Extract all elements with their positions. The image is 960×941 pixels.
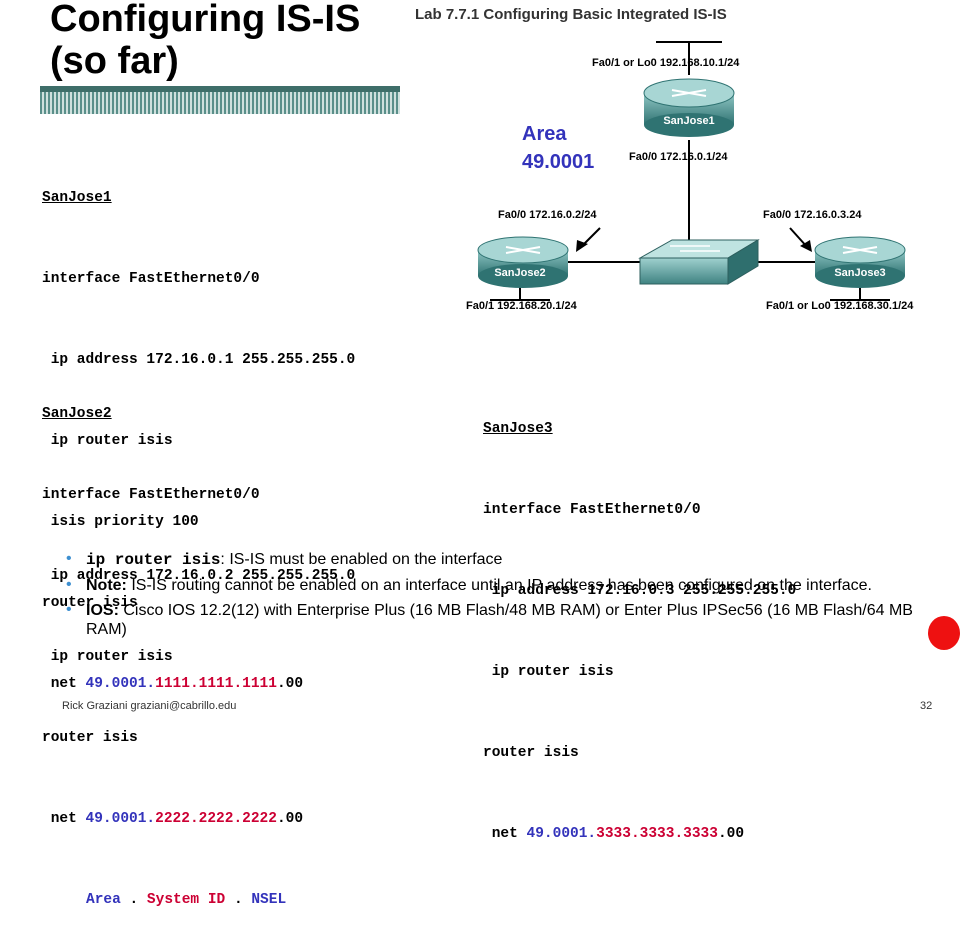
- switch-icon: [638, 239, 760, 285]
- legend-nsel: NSEL: [251, 892, 287, 908]
- config-sanjose1-heading: SanJose1: [42, 190, 112, 206]
- area-label-line1: Area: [522, 123, 567, 145]
- label-sj2-fa00: Fa0/0 172.16.0.2/24: [498, 209, 597, 221]
- bullet-text: IS-IS routing cannot be enabled on an in…: [126, 577, 872, 594]
- network-topology-diagram: SanJose1 SanJose2 SanJose3: [477, 41, 906, 301]
- label-sj1-top: Fa0/1 or Lo0 192.168.10.1/24: [592, 57, 740, 69]
- config-sanjose2-heading: SanJose2: [42, 406, 112, 422]
- config-line: ip router isis: [42, 433, 173, 449]
- config-net-line: net 49.0001.2222.2222.2222.00: [42, 811, 304, 827]
- config-sanjose3: SanJose3 interface FastEthernet0/0 ip ad…: [483, 362, 796, 875]
- area-label: Area 49.0001: [522, 120, 594, 176]
- bullet-bold: Note:: [86, 577, 127, 594]
- config-line: router isis: [42, 730, 138, 746]
- router-sanjose2-icon: SanJose2: [477, 236, 569, 288]
- config-line: ip address 172.16.0.3 255.255.255.0: [483, 583, 797, 599]
- area-label-line2: 49.0001: [522, 151, 595, 173]
- red-marker-icon: [928, 616, 960, 650]
- slide-title-line2: (so far): [50, 40, 179, 82]
- net-system-id: 1111.1111.1111: [155, 676, 277, 692]
- label-sj1-bottom: Fa0/0 172.16.0.1/24: [629, 151, 728, 163]
- config-line: ip router isis: [42, 649, 173, 665]
- lab-title: Lab 7.7.1 Configuring Basic Integrated I…: [415, 6, 727, 23]
- legend-system-id: System ID: [146, 892, 226, 908]
- arrow-sj2-icon: [576, 227, 601, 252]
- slide-title: Configuring IS-IS (so far): [50, 0, 360, 82]
- net-system-id: 3333.3333.3333: [596, 826, 718, 842]
- config-line: interface FastEthernet0/0: [483, 502, 701, 518]
- config-sanjose3-heading: SanJose3: [483, 421, 553, 437]
- net-area: 49.0001.: [85, 676, 156, 692]
- config-line: interface FastEthernet0/0: [42, 271, 260, 287]
- net-nsel: .00: [717, 826, 745, 842]
- label-sj3-fa00: Fa0/0 172.16.0.3.24: [763, 209, 862, 221]
- bullet-dot-icon: •: [66, 601, 72, 618]
- config-net-line: net 49.0001.1111.1111.1111.00: [42, 676, 304, 692]
- bullet-code: ip router isis: [86, 551, 221, 569]
- bullet-item: • ip router isis: IS-IS must be enabled o…: [66, 550, 926, 570]
- bullet-item: • IOS: Cisco IOS 12.2(12) with Enterprise…: [66, 601, 926, 639]
- net-legend: Area . System ID . NSEL: [86, 892, 287, 908]
- net-area: 49.0001.: [85, 811, 156, 827]
- label-sj2-fa01: Fa0/1 192.168.20.1/24: [466, 300, 577, 312]
- label-sj3-fa01: Fa0/1 or Lo0 192.168.30.1/24: [766, 300, 914, 312]
- config-line: router isis: [42, 595, 138, 611]
- net-nsel: .00: [276, 811, 304, 827]
- config-line: isis priority 100: [42, 514, 199, 530]
- config-line: ip address 172.16.0.2 255.255.255.0: [42, 568, 356, 584]
- slide-title-line1: Configuring IS-IS: [50, 0, 361, 40]
- arrow-sj3-icon: [789, 227, 812, 252]
- config-line: ip address 172.16.0.1 255.255.255.0: [42, 352, 356, 368]
- router-sanjose1-label: SanJose1: [663, 115, 714, 127]
- footer-author: Rick Graziani graziani@cabrillo.edu: [62, 700, 237, 712]
- title-decorative-band-edge: [40, 86, 400, 92]
- bullet-dot-icon: •: [66, 576, 72, 593]
- net-area: 49.0001.: [526, 826, 597, 842]
- router-sanjose2-label: SanJose2: [494, 267, 545, 279]
- router-sanjose1-icon: SanJose1: [643, 78, 735, 137]
- config-line: ip router isis: [483, 664, 614, 680]
- bullet-item: • Note: IS-IS routing cannot be enabled o…: [66, 576, 926, 595]
- router-sanjose3-label: SanJose3: [834, 267, 885, 279]
- legend-area: Area: [86, 892, 121, 908]
- bullet-bold: IOS:: [86, 602, 119, 619]
- bullet-text: : IS-IS must be enabled on the interface: [220, 551, 503, 568]
- bullet-list: • ip router isis: IS-IS must be enabled o…: [66, 550, 926, 645]
- config-sanjose1: SanJose1 interface FastEthernet0/0 ip ad…: [42, 131, 355, 725]
- bullet-text: Cisco IOS 12.2(12) with Enterprise Plus …: [86, 602, 913, 638]
- bullet-dot-icon: •: [66, 550, 72, 567]
- config-line: router isis: [483, 745, 579, 761]
- net-nsel: .00: [276, 676, 304, 692]
- page-number: 32: [920, 700, 933, 712]
- net-system-id: 2222.2222.2222: [155, 811, 277, 827]
- config-line: interface FastEthernet0/0: [42, 487, 260, 503]
- config-net-line: net 49.0001.3333.3333.3333.00: [483, 826, 745, 842]
- router-sanjose3-icon: SanJose3: [814, 236, 906, 288]
